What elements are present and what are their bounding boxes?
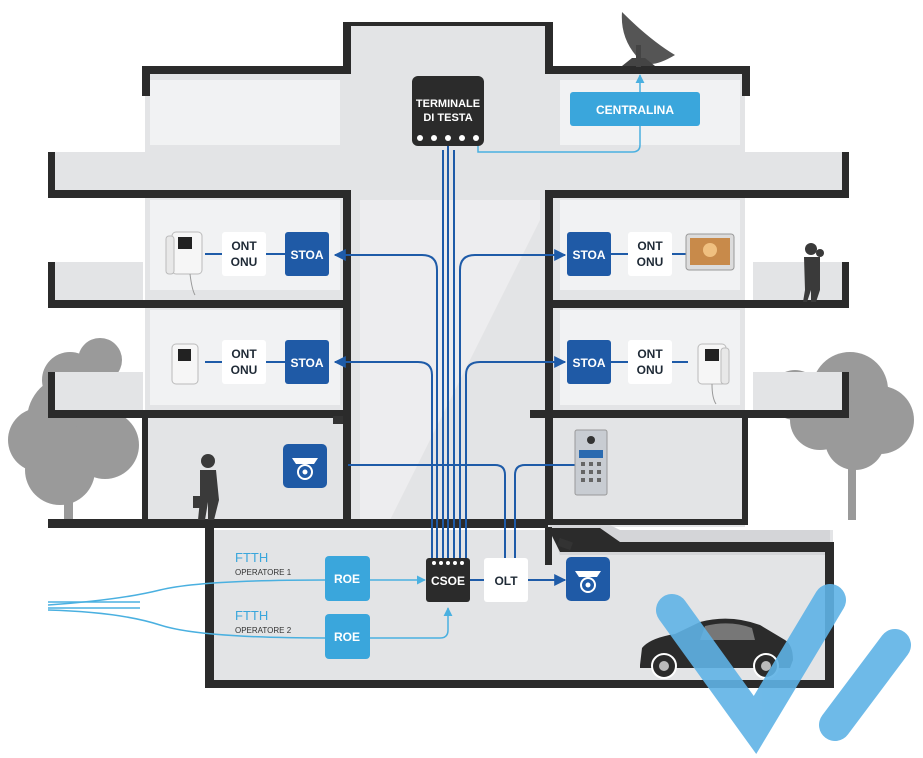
- csoe-label: CSOE: [431, 574, 465, 588]
- roe-box-1: ROE: [325, 556, 370, 601]
- terminale-line2: DI TESTA: [423, 112, 472, 124]
- person-with-briefcase: [193, 454, 219, 520]
- centralina-label: CENTRALINA: [596, 103, 674, 117]
- ont-onu-1r: ONT ONU: [628, 340, 672, 384]
- olt-label: OLT: [494, 574, 518, 588]
- dome-camera-icon: [566, 557, 610, 601]
- onu-label: ONU: [637, 363, 664, 377]
- tree-left: [8, 338, 139, 525]
- ont-label: ONT: [637, 239, 663, 253]
- csoe-box: CSOE: [426, 558, 470, 602]
- stoa-label: STOA: [572, 356, 605, 370]
- brand-logo-watermark: [656, 584, 911, 755]
- onu-label: ONU: [231, 363, 258, 377]
- ont-onu-2r: ONT ONU: [628, 232, 672, 276]
- centralina-box: CENTRALINA: [570, 92, 700, 126]
- fiber-lines-light: [47, 74, 645, 639]
- ftth-label-2: FTTH: [235, 608, 268, 623]
- stoa-box-2l: STOA: [285, 232, 329, 276]
- dome-camera-icon: [283, 444, 327, 488]
- onu-label: ONU: [231, 255, 258, 269]
- fiber-lines-dark: [333, 145, 575, 586]
- intercom-phone-icon: [697, 343, 730, 405]
- door-entry-panel-icon: [574, 429, 608, 496]
- intercom-phone-icon: [165, 231, 203, 296]
- ont-label: ONT: [231, 347, 257, 361]
- operatore-2-label: OPERATORE 2: [235, 626, 292, 635]
- ont-label: ONT: [231, 239, 257, 253]
- terminale-di-testa-box: TERMINALE DI TESTA: [412, 76, 484, 146]
- ont-links: [205, 253, 688, 363]
- stoa-box-1r: STOA: [567, 340, 611, 384]
- parent-with-child: [803, 243, 824, 302]
- ftth-label-1: FTTH: [235, 550, 268, 565]
- operatore-1-label: OPERATORE 1: [235, 568, 292, 577]
- roe-box-2: ROE: [325, 614, 370, 659]
- stoa-box-1l: STOA: [285, 340, 329, 384]
- roe-label: ROE: [334, 572, 360, 586]
- olt-box: OLT: [484, 558, 528, 602]
- ont-onu-2l: ONT ONU: [222, 232, 266, 276]
- terminale-line1: TERMINALE: [416, 98, 480, 110]
- stoa-box-2r: STOA: [567, 232, 611, 276]
- stoa-label: STOA: [290, 248, 323, 262]
- stoa-label: STOA: [572, 248, 605, 262]
- wall-camera-icon: [333, 416, 573, 551]
- satellite-dish-icon: [621, 12, 675, 67]
- building-walls: [48, 22, 849, 688]
- onu-label: ONU: [637, 255, 664, 269]
- stoa-label: STOA: [290, 356, 323, 370]
- ont-label: ONT: [637, 347, 663, 361]
- roe-label: ROE: [334, 630, 360, 644]
- ont-onu-1l: ONT ONU: [222, 340, 266, 384]
- video-monitor-icon: [685, 233, 735, 271]
- intercom-phone-icon: [171, 343, 199, 385]
